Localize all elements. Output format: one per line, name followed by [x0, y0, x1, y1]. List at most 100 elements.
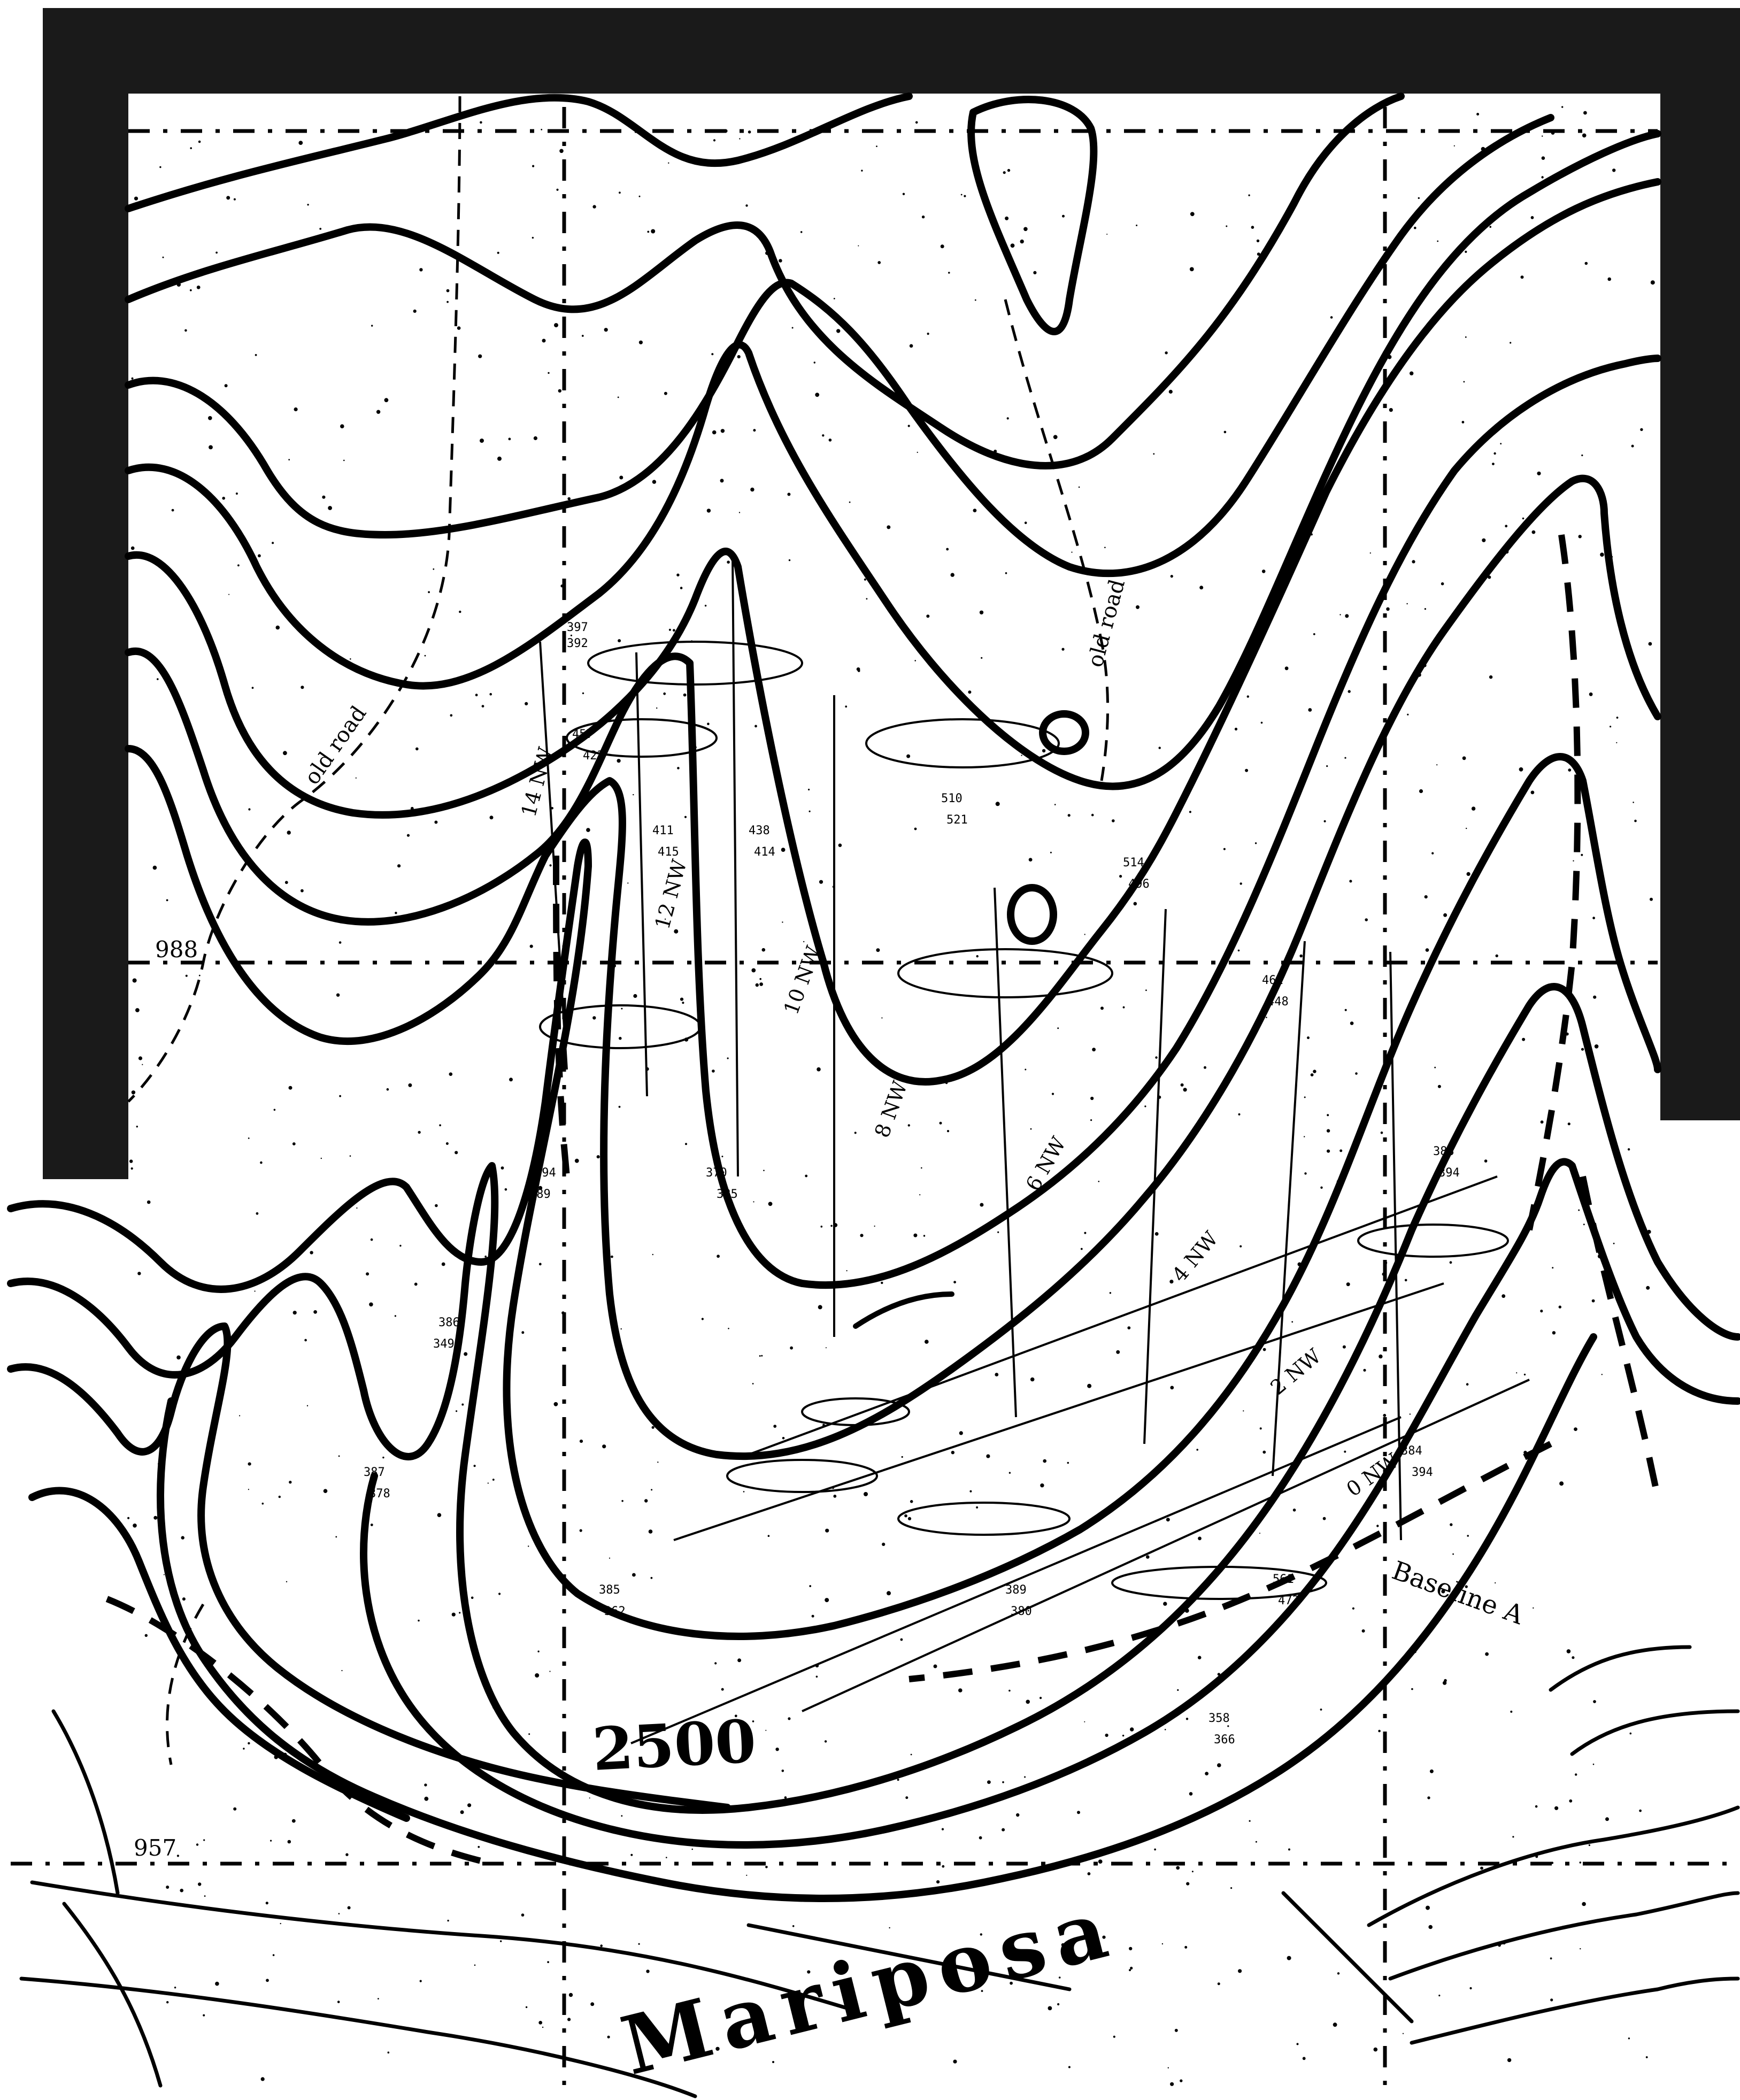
- speckle: [1061, 1943, 1065, 1947]
- speckle: [601, 1868, 605, 1873]
- speckle: [1467, 1535, 1469, 1537]
- speckle: [1423, 664, 1427, 667]
- speckle: [209, 445, 213, 450]
- contour-label-2500: 2500: [591, 1706, 758, 1784]
- speckle: [1084, 1721, 1085, 1722]
- speckle: [129, 1159, 133, 1163]
- speckle: [481, 705, 484, 707]
- speckle: [995, 1373, 999, 1376]
- speckle: [617, 396, 619, 398]
- speckle: [579, 1529, 582, 1532]
- speckle: [1130, 1727, 1134, 1732]
- svg-text:389: 389: [1005, 1583, 1027, 1597]
- speckle: [1180, 1083, 1184, 1087]
- speckle: [182, 1597, 186, 1601]
- svg-text:423: 423: [583, 749, 604, 763]
- speckle: [633, 994, 637, 998]
- speckle: [1161, 1943, 1164, 1945]
- speckle: [258, 554, 261, 558]
- speckle: [656, 707, 658, 709]
- speckle: [1588, 1844, 1590, 1847]
- speckle: [940, 244, 944, 249]
- speckle: [1166, 1518, 1170, 1522]
- speckle: [235, 493, 238, 495]
- speckle: [1530, 790, 1535, 795]
- speckle: [784, 1796, 787, 1799]
- speckle: [788, 559, 791, 561]
- speckle: [1414, 994, 1419, 999]
- speckle: [1493, 452, 1496, 455]
- svg-text:438: 438: [749, 824, 770, 837]
- speckle: [712, 430, 717, 435]
- speckle: [854, 1132, 857, 1134]
- speckle: [1424, 608, 1426, 610]
- speckle: [1061, 648, 1065, 651]
- speckle: [1444, 1679, 1447, 1682]
- speckle: [901, 1456, 903, 1458]
- speckle: [1042, 749, 1046, 753]
- speckle: [233, 1807, 237, 1811]
- speckle: [561, 1311, 565, 1315]
- speckle: [180, 1888, 184, 1893]
- speckle: [1174, 2028, 1178, 2032]
- speckle: [1569, 988, 1572, 991]
- traverse-label-4nw: 4 NW: [1167, 1227, 1222, 1286]
- survey-traverses: [539, 556, 1530, 1744]
- speckle: [370, 1238, 373, 1241]
- speckle: [1578, 535, 1582, 539]
- speckle: [1336, 1180, 1339, 1182]
- speckle: [876, 145, 877, 147]
- speckle: [1424, 895, 1428, 899]
- speckle: [604, 328, 608, 332]
- svg-text:514: 514: [1123, 856, 1144, 870]
- speckle: [1067, 814, 1071, 817]
- svg-text:386: 386: [438, 1316, 460, 1329]
- speckle: [917, 451, 918, 453]
- speckle: [1592, 1763, 1595, 1765]
- speckle: [456, 1410, 458, 1412]
- speckle: [174, 1987, 176, 1989]
- speckle: [1006, 417, 1009, 420]
- speckle: [825, 1347, 827, 1349]
- speckle: [775, 1748, 779, 1751]
- speckle: [618, 639, 621, 643]
- speckle: [410, 806, 414, 810]
- speckle: [753, 1201, 754, 1203]
- speckle: [163, 1574, 165, 1575]
- speckle: [914, 827, 917, 830]
- speckle: [535, 1673, 540, 1678]
- speckle: [1260, 721, 1263, 724]
- speckle: [1437, 240, 1439, 242]
- svg-text:366: 366: [1214, 1733, 1235, 1747]
- svg-text:521: 521: [946, 813, 968, 827]
- speckle: [445, 1142, 449, 1145]
- speckle: [1540, 1120, 1544, 1124]
- speckle: [1550, 1998, 1553, 2002]
- speckle: [600, 1944, 603, 1947]
- speckle: [301, 889, 304, 893]
- speckle: [461, 1403, 464, 1406]
- speckle: [395, 912, 397, 914]
- speckle: [1427, 1796, 1430, 1799]
- speckle: [727, 560, 730, 564]
- speckle: [1077, 1811, 1080, 1814]
- speckle: [1297, 1262, 1302, 1266]
- speckle: [763, 1170, 765, 1172]
- svg-text:362: 362: [604, 1605, 626, 1618]
- speckle: [1053, 435, 1058, 440]
- speckle: [560, 584, 564, 588]
- speckle: [621, 1500, 623, 1502]
- speckle: [1008, 1472, 1011, 1474]
- speckle: [459, 1612, 461, 1614]
- speckle: [1552, 1331, 1556, 1335]
- speckle: [1502, 1294, 1506, 1298]
- speckle: [419, 1980, 422, 1982]
- speckle: [897, 1779, 899, 1781]
- speckle: [1582, 1902, 1586, 1906]
- speckle: [750, 312, 753, 315]
- speckle: [1158, 747, 1161, 749]
- speckle: [340, 424, 344, 428]
- speckle: [272, 1954, 275, 1956]
- speckle: [1503, 1941, 1506, 1945]
- speckle: [752, 1383, 754, 1384]
